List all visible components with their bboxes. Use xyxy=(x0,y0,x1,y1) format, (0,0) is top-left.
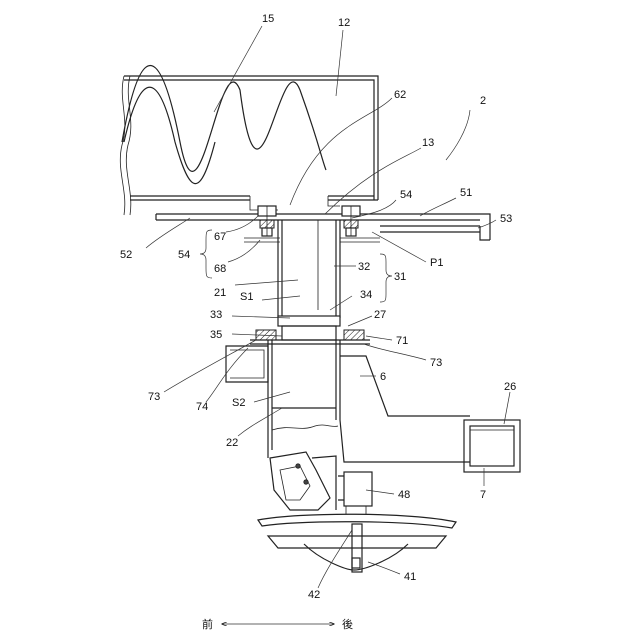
label-71: 71 xyxy=(396,335,408,347)
label-42: 42 xyxy=(308,589,320,601)
label-34: 34 xyxy=(360,289,372,301)
label-54b: 54 xyxy=(178,249,190,261)
side-flange xyxy=(226,346,268,382)
label-26: 26 xyxy=(504,381,516,393)
label-6: 6 xyxy=(380,371,386,383)
label-7: 7 xyxy=(480,489,486,501)
label-22: 22 xyxy=(226,437,238,449)
direction-rear-label: 後 xyxy=(342,617,353,631)
label-67: 67 xyxy=(214,231,226,243)
label-52: 52 xyxy=(120,249,132,261)
rotor-paddle xyxy=(270,452,336,510)
label-P1: P1 xyxy=(430,257,443,269)
motor-48 xyxy=(338,472,372,506)
label-62: 62 xyxy=(394,89,406,101)
label-21: 21 xyxy=(214,287,226,299)
auger-casing xyxy=(120,76,378,215)
label-15: 15 xyxy=(262,13,274,25)
label-51: 51 xyxy=(460,187,472,199)
label-35: 35 xyxy=(210,329,222,341)
label-73a: 73 xyxy=(430,357,442,369)
label-68: 68 xyxy=(214,263,226,275)
label-74: 74 xyxy=(196,401,208,413)
label-12: 12 xyxy=(338,17,350,29)
label-31: 31 xyxy=(394,271,406,283)
direction-front-label: 前 xyxy=(202,617,213,631)
label-32: 32 xyxy=(358,261,370,273)
direction-indicator: 前 後 xyxy=(202,617,353,631)
lower-chute xyxy=(268,340,340,458)
label-S1: S1 xyxy=(240,291,253,303)
duct-6 xyxy=(340,356,470,462)
label-41: 41 xyxy=(404,571,416,583)
label-48: 48 xyxy=(398,489,410,501)
spreader-disk-41 xyxy=(268,524,446,572)
inner-tube xyxy=(278,316,340,340)
auger-screw xyxy=(122,66,326,184)
label-54a: 54 xyxy=(400,189,412,201)
label-73b: 73 xyxy=(148,391,160,403)
label-13: 13 xyxy=(422,137,434,149)
frame-beam-7 xyxy=(464,420,520,472)
upper-chute xyxy=(278,220,340,318)
label-33: 33 xyxy=(210,309,222,321)
bolt-left xyxy=(258,206,276,236)
label-53: 53 xyxy=(500,213,512,225)
label-S2: S2 xyxy=(232,397,245,409)
spreader-disk-upper xyxy=(258,506,456,528)
label-27: 27 xyxy=(374,309,386,321)
leader-lines xyxy=(146,26,510,588)
label-2: 2 xyxy=(480,95,486,107)
bolt-right xyxy=(342,206,360,236)
